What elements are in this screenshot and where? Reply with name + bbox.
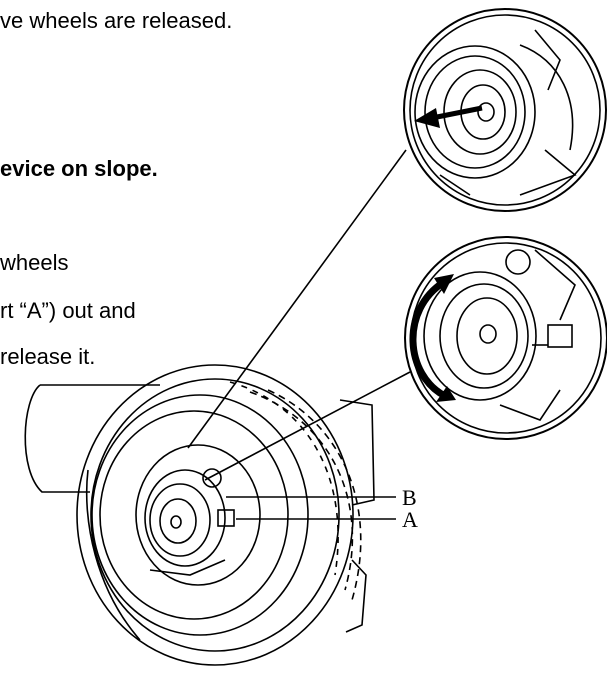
- instruction-heading: evice on slope.: [0, 156, 158, 181]
- wheel-tyre: [76, 364, 362, 666]
- detail-circle-pull: [403, 8, 607, 212]
- instruction-line-1: ve wheels are released.: [0, 8, 233, 33]
- rotate-arrow-icon: [409, 274, 456, 402]
- callout-label-b: B: [402, 485, 417, 510]
- arrow-left-icon: [414, 105, 483, 128]
- instruction-line-5: release it.: [0, 344, 96, 369]
- instruction-line-4: rt “A”) out and: [0, 298, 136, 323]
- detail-leader-line-upper: [187, 149, 407, 449]
- detail-circle-rotate: [404, 236, 607, 440]
- callout-label-a: A: [402, 507, 418, 532]
- wheelchair-frame: [24, 384, 375, 633]
- instruction-line-3: wheels: [0, 250, 69, 275]
- detail-leader-line-lower: [204, 371, 411, 481]
- wheel-hub: [135, 444, 261, 586]
